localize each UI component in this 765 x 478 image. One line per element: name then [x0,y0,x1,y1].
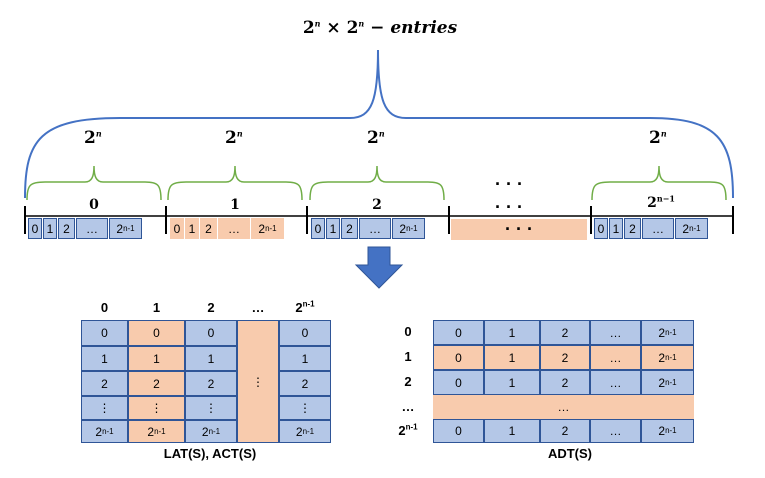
adt-cell-r4-c1: 1 [484,419,540,443]
adt-cell-r4-c0: 0 [433,419,484,443]
brace-label-3: 2n [649,128,667,148]
lat-cell-r0-c0: 0 [81,320,128,346]
adt-ellipsis-row: … [433,395,694,419]
brace-label-1: 2n [225,128,243,148]
segment-0-cell-3: … [76,218,108,239]
adt-cell-r2-c1: 1 [484,370,540,395]
segment-1-cell-1: 1 [185,218,199,239]
segment-3-cell-2: 2 [624,218,641,239]
lat-cell-r3-c2: ⋮ [185,396,237,420]
lat-cell-r2-c1: 2 [128,371,185,396]
segment-2-cell-0: 0 [311,218,325,239]
adt-cell-r0-c0: 0 [433,320,484,345]
lat-col-header-3: … [251,300,265,315]
segment-3-cell-0: 0 [594,218,608,239]
lat-cell-r0-c2: 0 [185,320,237,346]
segment-3-cell-3: … [642,218,674,239]
lat-cell-r1-c0: 1 [81,346,128,371]
adt-cell-r4-c2: 2 [540,419,590,443]
adt-cell-r1-c1: 1 [484,345,540,370]
brace-2 [309,165,445,201]
segment-0-cell-2: 2 [58,218,75,239]
ellipsis-top: · · · [495,174,523,194]
lat-cell-r3-c4: ⋮ [279,396,331,420]
adt-cell-r0-c3: … [590,320,641,345]
lat-cell-r1-c4: 1 [279,346,331,371]
adt-cell-r0-c2: 2 [540,320,590,345]
adt-cell-r2-c3: … [590,370,641,395]
adt-row-header-3: … [401,399,415,414]
segment-2-cell-3: … [359,218,391,239]
adt-row-header-4: 2n-1 [398,422,418,438]
brace-label-0: 2n [84,128,102,148]
lat-caption: LAT(S), ACT(S) [163,446,257,461]
total-entries-label: 2n × 2n − entries [302,18,458,38]
adt-cell-r1-c2: 2 [540,345,590,370]
brace-3 [591,165,727,201]
adt-row-header-1: 1 [404,349,412,364]
adt-cell-r2-c2: 2 [540,370,590,395]
adt-cell-r1-c0: 0 [433,345,484,370]
segment-2-cell-2: 2 [341,218,358,239]
lat-cell-r1-c1: 1 [128,346,185,371]
lat-cell-r1-c2: 1 [185,346,237,371]
segment-1-cell-3: … [218,218,250,239]
lat-col-header-2: 2 [207,300,215,315]
brace-0 [26,165,162,201]
segment-0-cell-0: 0 [28,218,42,239]
brace-label-2: 2n [367,128,385,148]
adt-cell-r0-c1: 1 [484,320,540,345]
adt-row-header-2: 2 [404,374,412,389]
adt-cell-r4-c3: … [590,419,641,443]
lat-cell-r2-c4: 2 [279,371,331,396]
brace-1 [167,165,303,201]
ellipsis-segment: · · · [451,219,587,240]
segment-0-cell-1: 1 [43,218,57,239]
lat-col-header-0: 0 [100,300,109,315]
lat-cell-r3-c0: ⋮ [81,396,128,420]
lat-cell-r2-c2: 2 [185,371,237,396]
down-arrow [354,246,404,289]
lat-col-header-4: 2n-1 [295,299,315,315]
lat-cell-r2-c0: 2 [81,371,128,396]
lat-cell-r3-c1: ⋮ [128,396,185,420]
segment-label-1: 1 [230,197,240,213]
lat-cell-r0-c1: 0 [128,320,185,346]
segment-3-cell-1: 1 [609,218,623,239]
adt-cell-r1-c3: … [590,345,641,370]
lat-cell-r0-c4: 0 [279,320,331,346]
segment-label-2: 2 [372,197,382,213]
adt-row-header-0: 0 [404,324,412,339]
segment-1-cell-0: 0 [170,218,184,239]
segment-2-cell-1: 1 [326,218,340,239]
segment-label-0: 0 [89,197,99,213]
lat-col-header-1: 1 [152,300,161,315]
big-brace [24,49,734,199]
segment-1-cell-2: 2 [200,218,217,239]
lat-middle-column: ⋮ [237,320,279,443]
ellipsis-mid: · · · [495,197,523,217]
adt-cell-r2-c0: 0 [433,370,484,395]
adt-caption: ADT(S) [547,446,593,461]
segment-label-3: 2n−1 [647,193,675,211]
